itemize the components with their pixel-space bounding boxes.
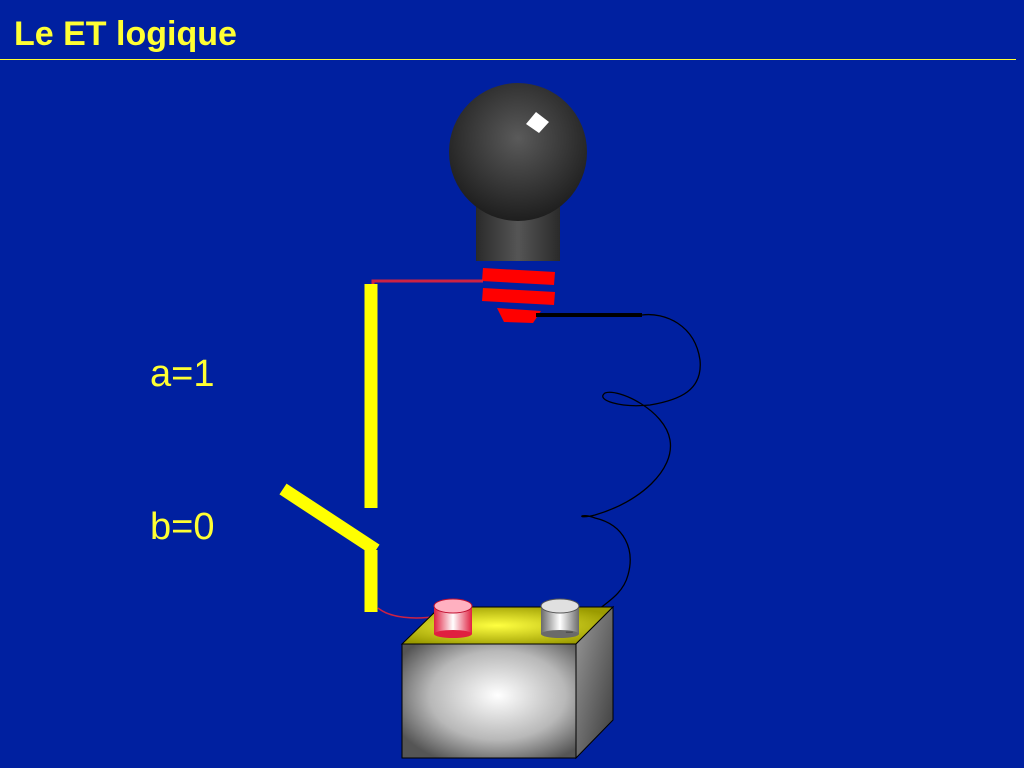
battery: _ [400,598,615,760]
minus-sign: _ [565,619,573,633]
input-a-label: a=1 [150,353,215,395]
slide-title: Le ET logique [14,15,237,53]
switch-b [279,483,380,612]
input-b-label: b=0 [150,506,215,548]
title-divider [0,59,1016,60]
bulb-reflection [526,112,549,133]
bulb-glass [449,83,587,221]
bulb-thread [482,268,555,323]
wire-positive-bottom [377,607,439,619]
battery-negative-terminal: _ [540,598,580,638]
battery-front [401,643,577,759]
wire-negative-coil [579,313,701,626]
battery-positive-terminal [433,598,473,638]
wire-positive-top [371,279,483,285]
light-bulb [449,83,587,323]
